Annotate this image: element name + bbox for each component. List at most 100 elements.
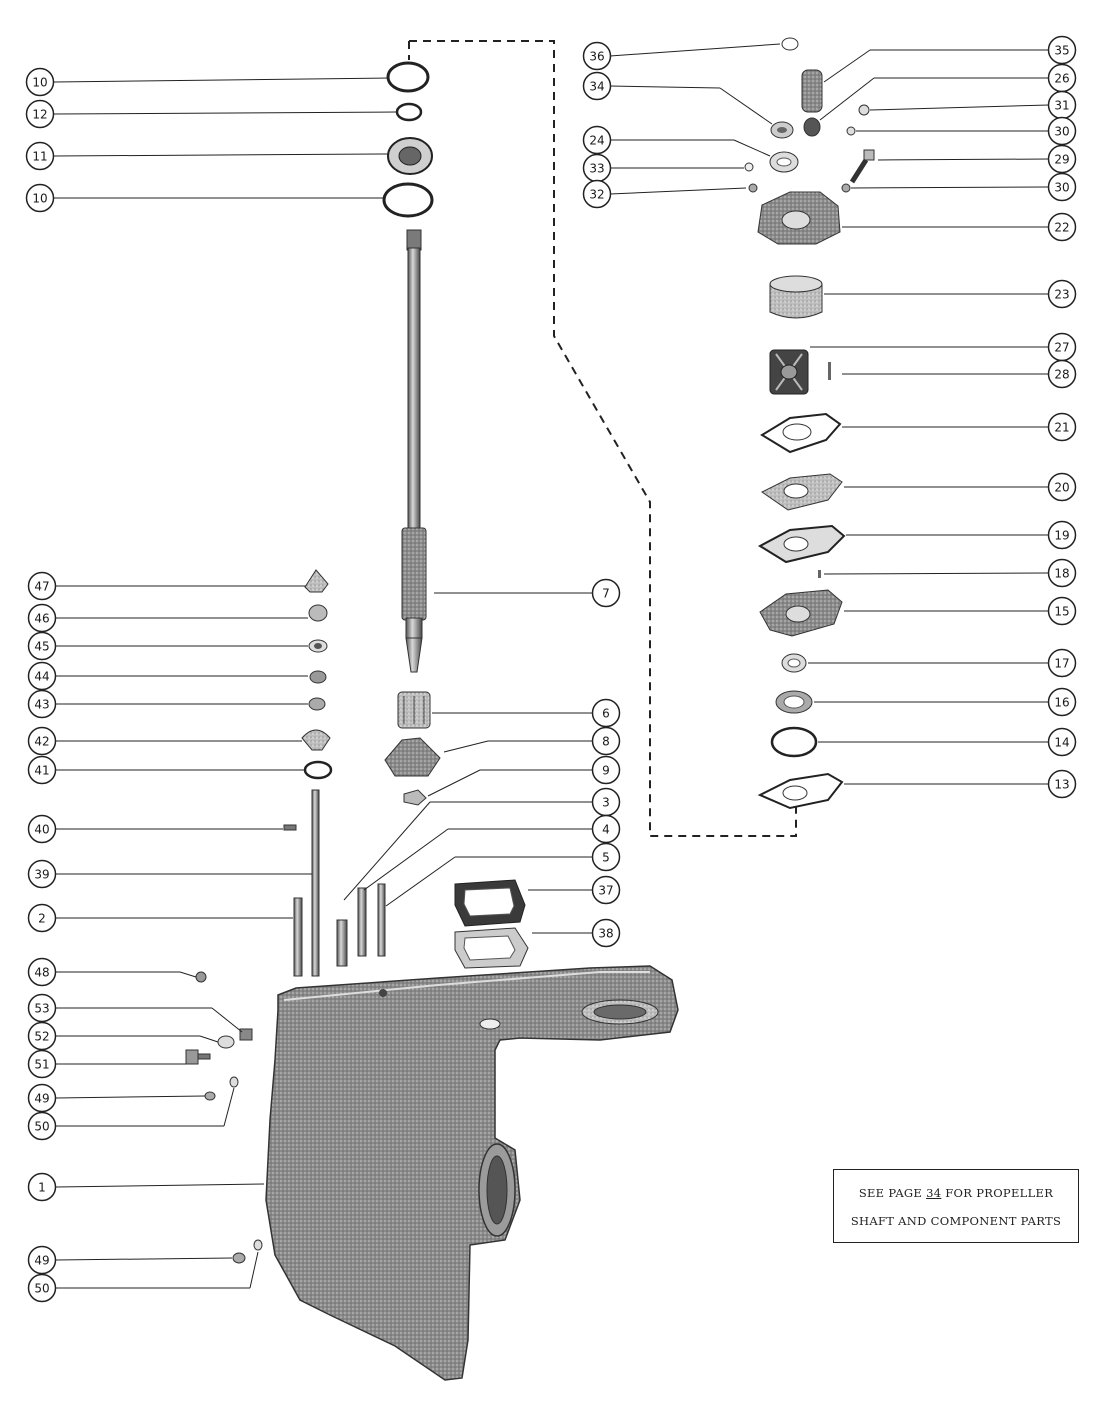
callout-c13: 13	[1047, 769, 1077, 799]
seal-16	[775, 690, 813, 714]
callout-number: 34	[589, 80, 604, 94]
callout-circle	[1047, 359, 1077, 389]
part-46	[308, 604, 328, 622]
callout-circle	[25, 67, 55, 97]
callout-c5: 5	[591, 842, 621, 872]
stud-2	[293, 897, 303, 977]
callout-c33: 33	[582, 153, 612, 183]
callout-c52: 52	[27, 1021, 57, 1051]
callout-c32: 32	[582, 179, 612, 209]
screw-29	[849, 149, 875, 184]
callout-number: 13	[1054, 778, 1069, 792]
callout-number: 28	[1054, 368, 1069, 382]
callout-circle	[1047, 212, 1077, 242]
callout-number: 43	[34, 698, 49, 712]
callout-c22: 22	[1047, 212, 1077, 242]
part-31	[858, 104, 870, 116]
callout-number: 49	[34, 1254, 49, 1268]
note-line-2: SHAFT AND COMPONENT PARTS	[850, 1214, 1062, 1228]
note-page-link[interactable]: 34	[926, 1186, 942, 1200]
callout-number: 50	[34, 1120, 49, 1134]
callout-c15: 15	[1047, 596, 1077, 626]
callout-c6: 6	[591, 698, 621, 728]
callout-c35: 35	[1047, 35, 1077, 65]
callout-c19: 19	[1047, 520, 1077, 550]
plug-49-lower	[232, 1252, 246, 1264]
part-48	[195, 971, 207, 983]
assembly-dashed-line	[409, 40, 797, 837]
callout-number: 14	[1054, 736, 1069, 750]
callout-number: 9	[602, 764, 610, 778]
callout-c8: 8	[591, 726, 621, 756]
callout-number: 12	[32, 108, 47, 122]
callout-circle	[582, 71, 612, 101]
callout-number: 35	[1054, 44, 1069, 58]
ring-12	[395, 102, 423, 122]
callout-c12: 12	[25, 99, 55, 129]
o-ring-14	[770, 726, 818, 758]
callout-circle	[1047, 648, 1077, 678]
callout-number: 32	[589, 188, 604, 202]
callout-circle	[1047, 279, 1077, 309]
bearing-6	[397, 691, 431, 729]
key-28	[828, 362, 831, 380]
part-26	[803, 117, 821, 137]
callout-number: 23	[1054, 288, 1069, 302]
callout-circle	[27, 1049, 57, 1079]
plate-20	[761, 473, 843, 511]
callout-number: 37	[598, 884, 613, 898]
base-15	[759, 589, 843, 637]
callout-c47: 47	[27, 571, 57, 601]
callout-circle	[27, 1245, 57, 1275]
callout-c49b: 49	[27, 1245, 57, 1275]
callout-circle	[27, 814, 57, 844]
callout-circle	[1047, 412, 1077, 442]
stud-5	[377, 883, 386, 957]
washer-50-upper	[229, 1076, 239, 1088]
callout-c20: 20	[1047, 472, 1077, 502]
callout-number: 50	[34, 1282, 49, 1296]
callout-circle	[25, 141, 55, 171]
callout-c44: 44	[27, 661, 57, 691]
callout-c50a: 50	[27, 1111, 57, 1141]
callout-c51: 51	[27, 1049, 57, 1079]
callout-c23: 23	[1047, 279, 1077, 309]
note-line-1: SEE PAGE 34 FOR PROPELLER	[834, 1186, 1078, 1200]
part-53	[239, 1028, 253, 1041]
callout-number: 53	[34, 1002, 49, 1016]
callout-c10b: 10	[25, 183, 55, 213]
callout-c18: 18	[1047, 558, 1077, 588]
callout-circle	[591, 918, 621, 948]
leader-lines	[53, 43, 1050, 1289]
callout-circle	[1047, 116, 1077, 146]
callout-number: 7	[602, 587, 610, 601]
callout-number: 33	[589, 162, 604, 176]
callout-c28: 28	[1047, 359, 1077, 389]
callout-circle	[27, 957, 57, 987]
callout-circle	[591, 842, 621, 872]
see-page-note: SEE PAGE 34 FOR PROPELLER SHAFT AND COMP…	[833, 1169, 1079, 1243]
callout-c24: 24	[582, 125, 612, 155]
callout-circle	[1047, 520, 1077, 550]
callout-number: 39	[34, 868, 49, 882]
callout-number: 21	[1054, 421, 1069, 435]
callout-circle	[27, 661, 57, 691]
part-36	[781, 37, 799, 51]
pin-40	[283, 824, 297, 831]
callout-circle	[591, 726, 621, 756]
callout-number: 41	[34, 764, 49, 778]
callout-circle	[591, 578, 621, 608]
callout-circle	[591, 755, 621, 785]
callout-number: 51	[34, 1058, 49, 1072]
callout-circle	[25, 99, 55, 129]
gasket-38	[454, 927, 529, 969]
part-45	[308, 639, 328, 653]
callout-c11: 11	[25, 141, 55, 171]
callout-circle	[591, 698, 621, 728]
nut-9	[403, 789, 427, 806]
callout-c7: 7	[591, 578, 621, 608]
callout-c14: 14	[1047, 727, 1077, 757]
callout-number: 24	[589, 134, 604, 148]
callout-circle	[1047, 558, 1077, 588]
